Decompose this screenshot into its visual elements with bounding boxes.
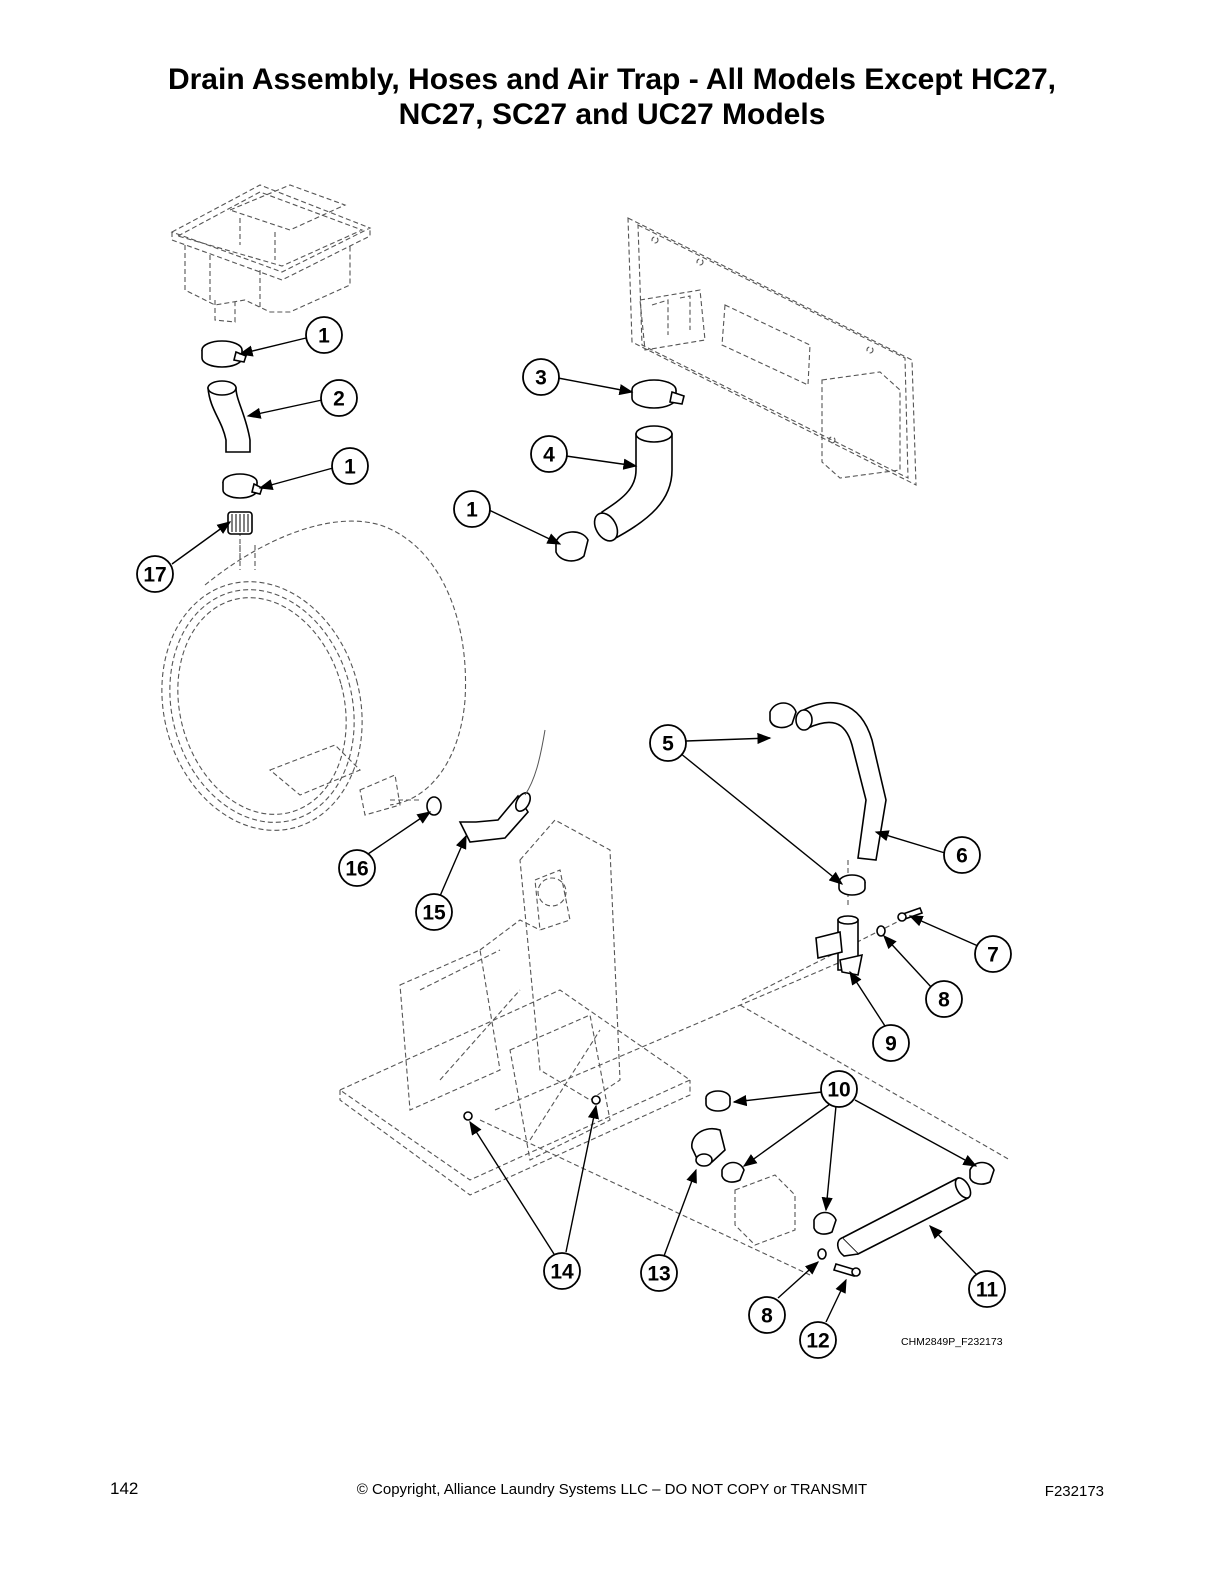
callout-7: 7 — [974, 935, 1012, 973]
title-line-1: Drain Assembly, Hoses and Air Trap - All… — [167, 63, 1057, 96]
callout-8-lower: 8 — [748, 1296, 786, 1334]
hose-clamp-16 — [426, 796, 442, 816]
hose-clamp-5-upper — [769, 702, 797, 729]
hose-clamp-1-middle — [222, 473, 263, 499]
leader-lines — [171, 337, 979, 1323]
tub-outline — [161, 520, 467, 831]
callout-16: 16 — [338, 849, 376, 887]
nut-14-left — [463, 1111, 473, 1121]
page-title: Drain Assembly, Hoses and Air Trap - All… — [60, 62, 1164, 132]
nut-14-right — [591, 1095, 601, 1105]
page-number: 142 — [110, 1479, 139, 1498]
dispenser-housing — [170, 184, 372, 323]
svg-text:17: 17 — [143, 564, 166, 587]
figure-code: F232173 — [1044, 1483, 1104, 1500]
hose-clamp-1-lower — [555, 531, 589, 562]
svg-text:15: 15 — [422, 902, 446, 925]
drain-hose-6 — [795, 702, 887, 861]
drain-hose-2 — [207, 380, 251, 453]
washer-8-upper — [876, 925, 886, 937]
drain-hose-11 — [836, 1176, 972, 1257]
assembly-guide-lines — [239, 530, 1011, 1276]
callout-17: 17 — [136, 555, 174, 593]
svg-text:4: 4 — [543, 444, 555, 467]
callout-9: 9 — [872, 1024, 910, 1062]
hose-clamp-1-upper — [201, 340, 247, 368]
hose-clamp-10-b — [721, 1161, 745, 1183]
callout-1-lower: 1 — [453, 490, 491, 528]
hose-clamp-10-a — [705, 1090, 731, 1112]
air-trap-box — [734, 1174, 796, 1246]
hose-clamp-3 — [631, 379, 685, 409]
filter-insert-17 — [227, 511, 253, 535]
screw-7 — [897, 906, 924, 922]
svg-text:6: 6 — [956, 845, 968, 868]
rear-panel-outline — [627, 217, 917, 486]
callout-8-upper: 8 — [925, 980, 963, 1018]
svg-text:1: 1 — [318, 325, 330, 348]
base-frame-outline — [338, 819, 692, 1196]
hose-clamp-10-c — [813, 1211, 837, 1235]
svg-text:8: 8 — [761, 1305, 773, 1328]
hose-clamp-5-lower — [838, 874, 866, 896]
callout-11: 11 — [968, 1270, 1006, 1308]
callout-4: 4 — [530, 435, 568, 473]
callout-6: 6 — [943, 836, 981, 874]
callout-13: 13 — [640, 1254, 678, 1292]
svg-text:13: 13 — [647, 1263, 670, 1286]
screw-12 — [832, 1263, 861, 1277]
svg-text:16: 16 — [345, 858, 368, 881]
svg-text:10: 10 — [827, 1079, 850, 1102]
svg-text:12: 12 — [806, 1330, 829, 1353]
callout-1-upper: 1 — [305, 316, 343, 354]
elbow-hose-4 — [593, 425, 673, 542]
washer-8-lower — [817, 1248, 827, 1260]
elbow-fitting-13 — [691, 1128, 726, 1167]
svg-text:11: 11 — [976, 1279, 999, 1302]
copyright-notice: © Copyright, Alliance Laundry Systems LL… — [356, 1481, 868, 1498]
hose-clamp-10-d — [969, 1161, 995, 1185]
callout-10: 10 — [820, 1070, 858, 1108]
svg-text:1: 1 — [466, 499, 478, 522]
callout-12: 12 — [799, 1321, 837, 1359]
callout-2: 2 — [320, 379, 358, 417]
svg-text:2: 2 — [333, 388, 345, 411]
title-line-2: NC27, SC27 and UC27 Models — [398, 98, 826, 131]
svg-text:9: 9 — [885, 1033, 897, 1056]
air-trap-bracket-9 — [815, 915, 864, 976]
drawing-number: CHM2849P_F232173 — [901, 1336, 1003, 1348]
callout-15: 15 — [415, 893, 453, 931]
callout-14: 14 — [543, 1252, 581, 1290]
svg-text:1: 1 — [344, 456, 356, 479]
svg-text:14: 14 — [550, 1261, 574, 1284]
svg-text:7: 7 — [987, 944, 999, 967]
svg-text:8: 8 — [938, 989, 950, 1012]
svg-text:3: 3 — [535, 367, 547, 390]
callout-1-middle: 1 — [331, 447, 369, 485]
drain-hose-15 — [458, 729, 546, 843]
callout-3: 3 — [522, 358, 560, 396]
svg-text:5: 5 — [662, 733, 674, 756]
callout-5: 5 — [649, 724, 687, 762]
